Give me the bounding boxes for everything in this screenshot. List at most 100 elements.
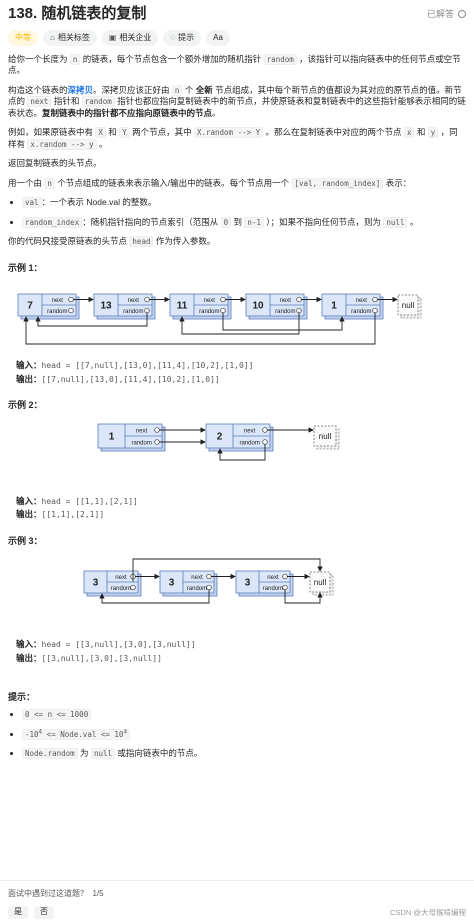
text: 。那么在复制链表中对应的两个节点: [265, 127, 402, 138]
input-label: 输入：: [16, 359, 42, 370]
list-item: val：一个表示 Node.val 的整数。: [22, 197, 466, 209]
hint-button[interactable]: ◌提示: [163, 30, 202, 46]
constraint-item: 0 <= n <= 1000: [22, 708, 466, 720]
random-pointer-dot: [220, 307, 226, 313]
text: 例如，如果原链表中有: [8, 127, 94, 138]
input-label: 输入：: [16, 495, 42, 506]
text: 节点组成，其中每个新节点的值都设为其对应的原节点的值。新节点的: [8, 84, 462, 107]
text: 表示：: [385, 177, 412, 188]
yes-button[interactable]: 是: [8, 905, 28, 919]
node-value: 13: [100, 300, 112, 311]
input-value: head = [[3,null],[3,0],[3,null]]: [41, 640, 196, 650]
lightbulb-icon: ◌: [170, 32, 176, 42]
example-2-output: 输出：[[1,1],[2,1]]: [8, 509, 466, 521]
output-value: [[7,null],[13,0],[11,4],[10,2],[1,0]]: [41, 374, 220, 384]
problem-header: 138. 随机链表的复制 已解答: [8, 0, 466, 28]
next-pointer-dot: [144, 296, 150, 302]
node-value: 1: [331, 300, 337, 311]
desc-paragraph-1: 给你一个长度为 n 的链表，每个节点包含一个额外增加的随机指针 random ，…: [8, 54, 466, 77]
random-pointer-dot: [296, 307, 302, 313]
input-value: head = [[7,null],[13,0],[11,4],[10,2],[1…: [41, 360, 254, 370]
next-label: next: [191, 575, 203, 581]
example-1-input: 输入：head = [[7,null],[13,0],[11,4],[10,2]…: [8, 360, 466, 372]
next-pointer-dot: [282, 574, 288, 580]
output-label: 输出：: [16, 373, 42, 384]
bold-text: 复制链表中的指针都不应指向原链表中的节点: [42, 107, 213, 118]
watermark: CSDN @大母猴啃编程: [390, 907, 466, 917]
text: 。: [409, 216, 419, 227]
next-label: next: [52, 298, 64, 304]
random-label: random: [47, 309, 67, 315]
code: null: [383, 216, 408, 228]
null-node: [309, 571, 331, 593]
constraint-item: -104 <= Node.val <= 104: [22, 728, 466, 740]
related-companies-button[interactable]: ▣相关企业: [101, 30, 159, 46]
solved-status: 已解答: [427, 8, 466, 20]
interview-question: 面试中遇到过这道题？ 1/5: [8, 889, 466, 900]
code: random: [81, 96, 115, 108]
text: 和: [416, 127, 426, 138]
example-2-title: 示例 2：: [8, 400, 43, 411]
output-value: [[3,null],[3,0],[3,null]]: [41, 654, 162, 664]
text: 的链表，每个节点包含一个额外增加的随机指针: [82, 54, 262, 64]
random-label: random: [187, 586, 207, 592]
text: 个节点组成的链表来表示输入/输出中的链表。每个节点用一个: [57, 177, 290, 188]
code: next: [27, 96, 52, 108]
pointer-arrow: [179, 312, 300, 335]
text: 或指向链表中的节点。: [117, 748, 203, 759]
list-item: random_index：随机指针指向的节点索引（范围从 0 到 n-1 ）；如…: [22, 216, 466, 228]
next-pointer-dot: [372, 296, 378, 302]
null-label: null: [319, 432, 332, 441]
next-pointer-dot: [206, 574, 212, 580]
no-button[interactable]: 否: [34, 905, 54, 919]
problem-title: 138. 随机链表的复制: [8, 4, 147, 22]
text: 你的代码: [8, 236, 43, 247]
related-tags-label: 相关标签: [57, 32, 90, 42]
desc-paragraph-3: 例如，如果原链表中有 X 和 Y 两个节点，其中 X.random --> Y …: [8, 127, 466, 150]
node-value: 10: [252, 300, 264, 311]
next-label: next: [280, 298, 292, 304]
check-circle-icon: [458, 9, 466, 18]
null-label: null: [402, 301, 415, 310]
node-value: 2: [217, 431, 223, 442]
next-label: next: [244, 428, 256, 434]
null-node: [313, 425, 337, 446]
code: n: [44, 177, 55, 189]
random-label: random: [275, 309, 295, 315]
text: 到: [233, 216, 242, 227]
code: Y: [119, 127, 130, 139]
text: ）；如果不指向任何节点，则为: [266, 216, 382, 227]
deep-copy-link[interactable]: 深拷贝: [67, 84, 94, 95]
code: n-1: [244, 216, 264, 228]
code: y: [427, 127, 439, 139]
next-pointer-dot: [220, 296, 226, 302]
bold-text: 全新: [195, 84, 213, 95]
text: 用一个由: [8, 177, 43, 188]
node-value: 11: [177, 300, 188, 311]
text: <= Node.val <= 10: [42, 729, 124, 739]
text: 指针也都应指向复制链表中的新节点，并使原链表和复制链表中的这些指针能够表示相同的…: [8, 96, 466, 118]
related-tags-button[interactable]: ⌂相关标签: [43, 30, 97, 46]
example-3-input: 输入：head = [[3,null],[3,0],[3,null]]: [8, 639, 466, 651]
lock-icon: ▣: [108, 32, 117, 42]
text: 。: [212, 107, 221, 118]
example-3-title: 示例 3：: [8, 536, 43, 547]
node-value: 1: [109, 431, 115, 442]
font-size-button[interactable]: Aa: [206, 30, 230, 46]
tag-bar: 中等 ⌂相关标签 ▣相关企业 ◌提示 Aa: [8, 30, 466, 46]
code: [val, random_index]: [291, 177, 384, 189]
random-label: random: [263, 586, 283, 592]
code: -104 <= Node.val <= 104: [22, 728, 131, 740]
bold-text: 只: [42, 236, 51, 247]
random-pointer-dot: [282, 585, 288, 591]
code: Node.random: [22, 748, 78, 760]
difficulty-badge: 中等: [8, 30, 38, 46]
example-3-output: 输出：[[3,null],[3,0],[3,null]]: [8, 653, 466, 665]
next-label: next: [115, 575, 127, 581]
node-value: 3: [169, 578, 175, 589]
constraints-list: 0 <= n <= 1000 -104 <= Node.val <= 104 N…: [8, 708, 466, 760]
next-label: next: [356, 298, 368, 304]
text: 两个节点，其中: [132, 127, 192, 138]
